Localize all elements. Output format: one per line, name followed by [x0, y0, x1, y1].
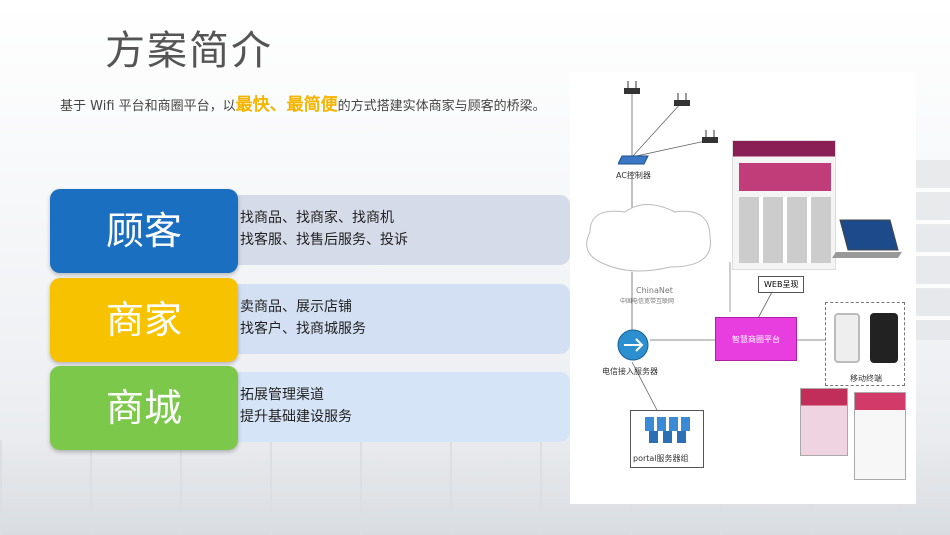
intro-before: 基于 Wifi 平台和商圈平台，以: [60, 99, 236, 114]
ac-controller-label: AC控制器: [616, 171, 651, 180]
platform-label: 智慧商圈平台: [732, 335, 780, 344]
row-mall-desc: 拓展管理渠道 提升基础建设服务: [200, 372, 570, 442]
platform-box: 智慧商圈平台: [715, 317, 797, 361]
row-mall-label: 商城: [50, 366, 238, 450]
phone-icon: [870, 313, 898, 363]
web-screenshot: [732, 140, 836, 270]
row-customer-label: 顾客: [50, 189, 238, 273]
list-item: 提升基础建设服务: [228, 403, 570, 428]
network-diagram: AC控制器 ChinaNet 中国电信宽带互联网 电信接入服务器 智慧商圈平台 …: [570, 72, 916, 504]
web-label: WEB呈现: [758, 276, 805, 293]
mobile-label: 移动终端: [850, 374, 882, 383]
server-icon: [645, 417, 690, 443]
wifi-ap-icon: [702, 130, 718, 143]
list-item: 找客户、找商城服务: [228, 315, 570, 340]
ac-switch-icon: [618, 155, 649, 165]
wifi-ap-icon: [624, 81, 640, 94]
intro-after: 的方式搭建实体商家与顾客的桥梁。: [337, 99, 546, 114]
row-merchant-desc: 卖商品、展示店铺 找客户、找商城服务: [200, 284, 570, 354]
chinanet-sub-label: 中国电信宽带互联网: [620, 298, 675, 305]
row-customer-desc: 找商品、找商家、找商机 找客服、找售后服务、投诉: [200, 195, 570, 265]
laptop-icon: [832, 219, 902, 258]
network-lines: [586, 92, 825, 413]
portal-box: portal服务器组: [630, 410, 704, 468]
mobile-screen: [854, 392, 906, 480]
list-item: 找客服、找售后服务、投诉: [228, 226, 570, 251]
slide-title: 方案简介: [105, 28, 273, 74]
mobile-box: 移动终端: [825, 302, 905, 386]
router-icon: [617, 329, 649, 361]
web-banner: [739, 163, 831, 191]
access-server-label: 电信接入服务器: [602, 367, 658, 376]
intro-text: 基于 Wifi 平台和商圈平台，以最快、最简便的方式搭建实体商家与顾客的桥梁。: [60, 96, 565, 116]
web-product-grid: [739, 197, 831, 263]
list-item: 卖商品、展示店铺: [228, 293, 570, 318]
row-merchant: 卖商品、展示店铺 找客户、找商城服务 商家: [50, 278, 570, 362]
row-customer: 找商品、找商家、找商机 找客服、找售后服务、投诉 顾客: [50, 189, 570, 273]
mobile-screen: [800, 388, 848, 456]
row-merchant-label: 商家: [50, 278, 238, 362]
mobile-screens: [800, 388, 906, 480]
portal-label: portal服务器组: [633, 454, 689, 463]
wifi-ap-icon: [674, 93, 690, 106]
chinanet-label: ChinaNet: [636, 286, 673, 295]
list-item: 找商品、找商家、找商机: [228, 204, 570, 229]
row-mall: 拓展管理渠道 提升基础建设服务 商城: [50, 366, 570, 450]
list-item: 拓展管理渠道: [228, 381, 570, 406]
phone-icon: [834, 313, 860, 363]
intro-highlight: 最快、最简便: [235, 95, 338, 115]
